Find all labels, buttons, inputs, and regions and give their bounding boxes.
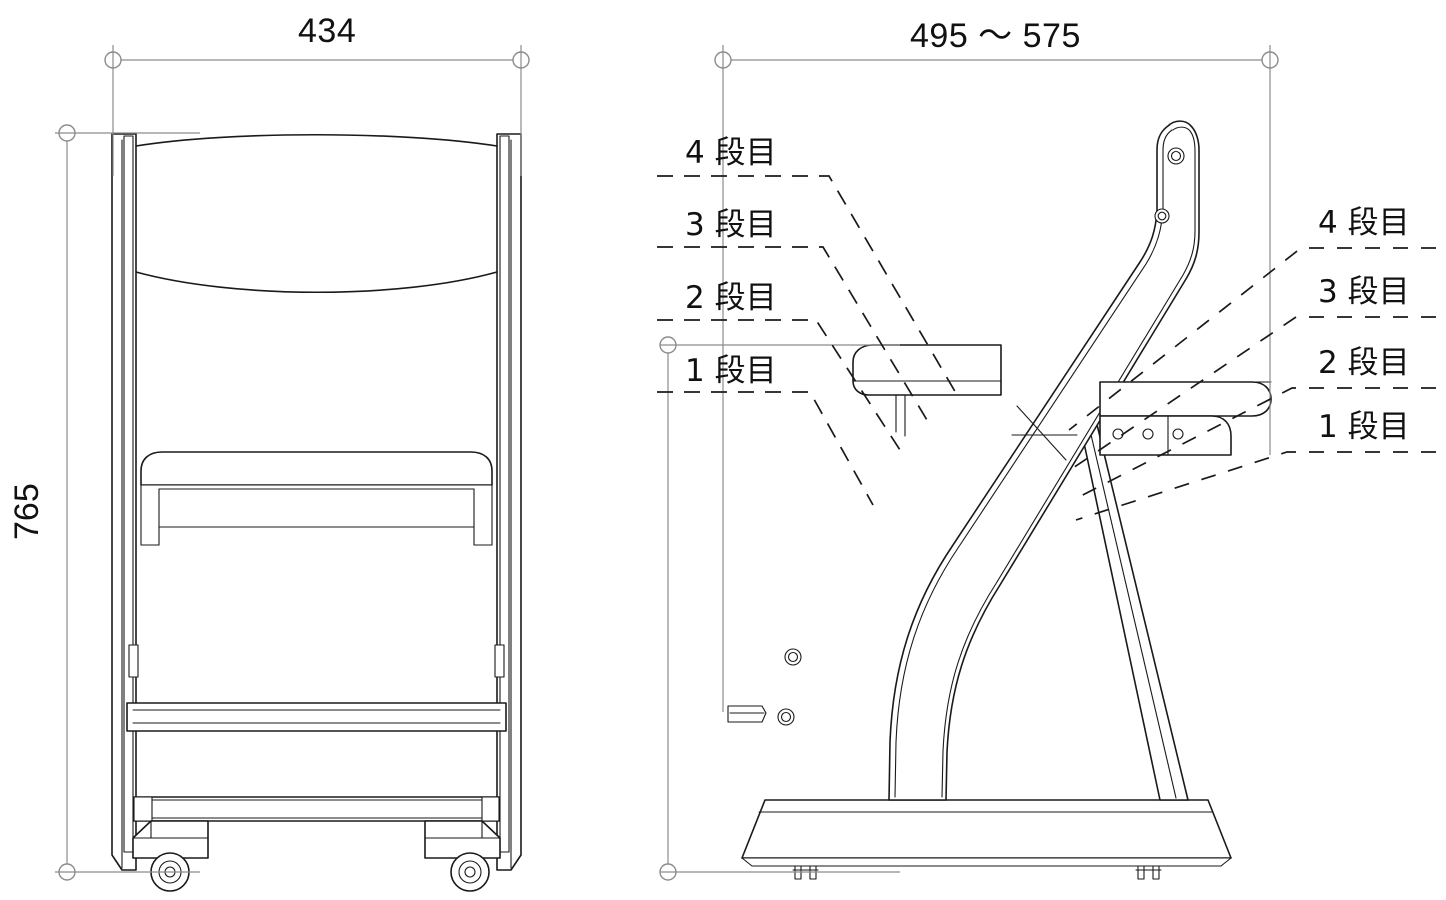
tier-label-right-2: 2 段目 — [1318, 345, 1410, 381]
front-right-stile — [496, 133, 522, 871]
tier-label-left-2: 2 段目 — [685, 280, 777, 316]
tier-label-right-4: 4 段目 — [1318, 205, 1410, 241]
side-front-leg — [1076, 407, 1189, 801]
tier-label-left-1: 1 段目 — [685, 353, 777, 389]
side-seat-bracket — [895, 394, 1078, 437]
dimension-side-depth — [714, 45, 1279, 712]
dimension-overall-height — [55, 124, 200, 881]
side-adjustment-plate — [1099, 415, 1232, 456]
front-left-stile — [111, 133, 137, 871]
front-side-clips — [128, 644, 505, 678]
front-backrest-panel — [135, 133, 498, 294]
tier-leaders-left — [657, 175, 961, 506]
side-vertical-reference — [659, 336, 900, 881]
side-lever-tab — [727, 705, 767, 723]
front-right-caster — [424, 820, 501, 892]
tier-leaders-right — [1068, 247, 1436, 521]
front-seat — [140, 451, 493, 546]
side-base-runner — [741, 799, 1232, 880]
side-view-geometry — [727, 120, 1272, 880]
dimension-label-side-depth: 495 〜 575 — [910, 17, 1081, 55]
dimension-front-width — [104, 45, 530, 176]
side-armrest-pad — [1099, 381, 1272, 417]
side-back-panel-edges — [1016, 405, 1067, 461]
front-mid-stretcher — [126, 702, 507, 732]
tier-label-right-3: 3 段目 — [1318, 274, 1410, 310]
front-left-caster — [132, 820, 209, 892]
front-bottom-rail — [133, 796, 500, 822]
tier-label-right-1: 1 段目 — [1318, 409, 1410, 445]
side-back-leg-stile — [888, 120, 1200, 801]
dimension-label-overall-height: 765 — [8, 483, 46, 540]
tier-label-left-4: 4 段目 — [685, 135, 777, 171]
side-lower-bolts — [777, 648, 802, 726]
side-seat-board — [852, 344, 1002, 396]
tier-label-left-3: 3 段目 — [685, 207, 777, 243]
dimension-label-front-width: 434 — [298, 12, 357, 50]
front-view-geometry — [111, 133, 522, 892]
